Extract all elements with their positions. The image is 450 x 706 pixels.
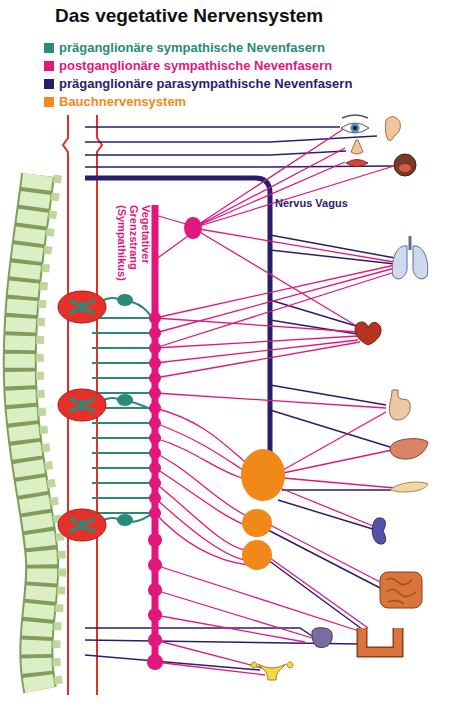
- lungs: [392, 246, 428, 279]
- postganglionic-lines: [155, 128, 395, 675]
- trachea: [409, 236, 412, 250]
- vertebra-bodies: [20, 175, 42, 690]
- abdominal-ganglion: [241, 449, 285, 501]
- legend-row: postganglionäre sympathische Nevenfasern: [44, 58, 332, 74]
- diagram-title: Das vegetative Nervensystem: [55, 5, 323, 27]
- vagus-trunk: [85, 178, 270, 455]
- abdominal-ganglion: [242, 540, 272, 570]
- stomach: [389, 390, 410, 420]
- legend-row: präganglionäre parasympathische Nevenfas…: [44, 76, 352, 92]
- heart: [355, 322, 381, 345]
- spine-outline: [20, 175, 42, 690]
- intestine-loops: [386, 578, 416, 604]
- legend-swatch: [44, 97, 54, 107]
- liver: [390, 439, 428, 459]
- nerve-label: Nervus Vagus: [275, 197, 348, 209]
- small-intestine: [380, 572, 422, 608]
- root-ganglia: [117, 294, 133, 526]
- colon: [362, 628, 398, 652]
- abdominal-ganglion: [242, 509, 272, 537]
- legend-text: postganglionäre sympathische Nevenfasern: [59, 58, 332, 73]
- legend-swatch: [44, 79, 54, 89]
- colon-outline: [362, 628, 398, 652]
- mouth: [346, 160, 368, 167]
- eyebrow: [342, 115, 368, 118]
- sacral-nerve-lines: [85, 628, 360, 670]
- eye: [341, 123, 369, 133]
- eye-iris: [351, 124, 360, 133]
- eye-pupil: [353, 126, 357, 130]
- throat: [394, 154, 416, 176]
- chain-ganglia: [147, 312, 163, 670]
- ear: [385, 116, 400, 140]
- legend-swatch: [44, 61, 54, 71]
- vertebra-processes: [40, 175, 62, 690]
- legend-text: präganglionäre sympathische Nevenfasern: [59, 40, 325, 55]
- vagus-branches: [268, 235, 395, 632]
- cranial-nerve-lines: [85, 127, 393, 167]
- trunk-label: Vegetativer Grenzstrang (Sympathikus): [116, 205, 152, 297]
- bladder: [312, 628, 332, 648]
- legend-text: präganglionäre parasympathische Nevenfas…: [59, 76, 352, 91]
- pancreas: [390, 482, 428, 492]
- legend-swatch: [44, 43, 54, 53]
- legend-text: Bauchnervensystem: [59, 94, 186, 109]
- legend-row: präganglionäre sympathische Nevenfasern: [44, 40, 325, 56]
- nose: [351, 140, 363, 154]
- grey-matter: [70, 300, 94, 532]
- legend-row: Bauchnervensystem: [44, 94, 186, 110]
- tongue: [399, 164, 411, 172]
- uterus: [258, 664, 286, 680]
- kidney: [372, 518, 385, 544]
- cervical-ganglion: [184, 217, 202, 239]
- ovaries: [251, 662, 293, 668]
